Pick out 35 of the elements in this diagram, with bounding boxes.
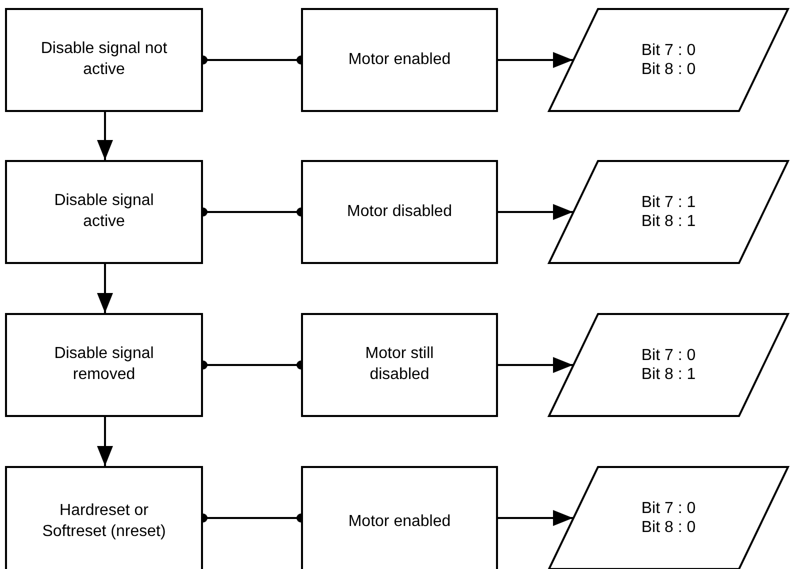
box-text: Bit 8 : 0 — [640, 60, 697, 80]
box-text: Bit 8 : 0 — [640, 518, 697, 538]
process-box — [301, 313, 498, 417]
box-text: Bit 7 : 0 — [640, 40, 697, 60]
box-text: Motor still disabled — [364, 344, 435, 385]
box-text: Bit 8 : 1 — [640, 212, 697, 232]
arrow — [498, 510, 573, 526]
arrow — [498, 52, 573, 68]
arrow — [97, 264, 113, 313]
data-parallelogram — [548, 160, 789, 264]
box-text: Disable signal not active — [40, 39, 168, 80]
box-text: Disable signal active — [53, 191, 155, 232]
box-text: Bit 7 : 1 — [640, 192, 697, 212]
box-text: Bit 8 : 1 — [640, 365, 697, 384]
process-box — [301, 160, 498, 264]
process-box — [301, 8, 498, 112]
process-box — [5, 313, 203, 417]
box-text: Hardreset or Softreset (nreset) — [41, 501, 167, 542]
box-text: Motor enabled — [347, 50, 452, 70]
process-box — [5, 8, 203, 112]
process-box — [301, 466, 498, 569]
box-text: Motor enabled — [347, 512, 452, 532]
arrow — [97, 112, 113, 160]
data-parallelogram — [548, 466, 789, 569]
arrow — [498, 204, 573, 220]
arrow — [97, 417, 113, 466]
process-box — [5, 466, 203, 569]
box-text: Bit 7 : 0 — [640, 346, 697, 365]
process-box — [5, 160, 203, 264]
arrow — [498, 357, 573, 373]
box-text: Disable signal removed — [53, 344, 155, 385]
box-text: Bit 7 : 0 — [640, 498, 697, 518]
data-parallelogram — [548, 8, 789, 112]
data-parallelogram — [548, 313, 789, 417]
box-text: Motor disabled — [346, 202, 453, 222]
